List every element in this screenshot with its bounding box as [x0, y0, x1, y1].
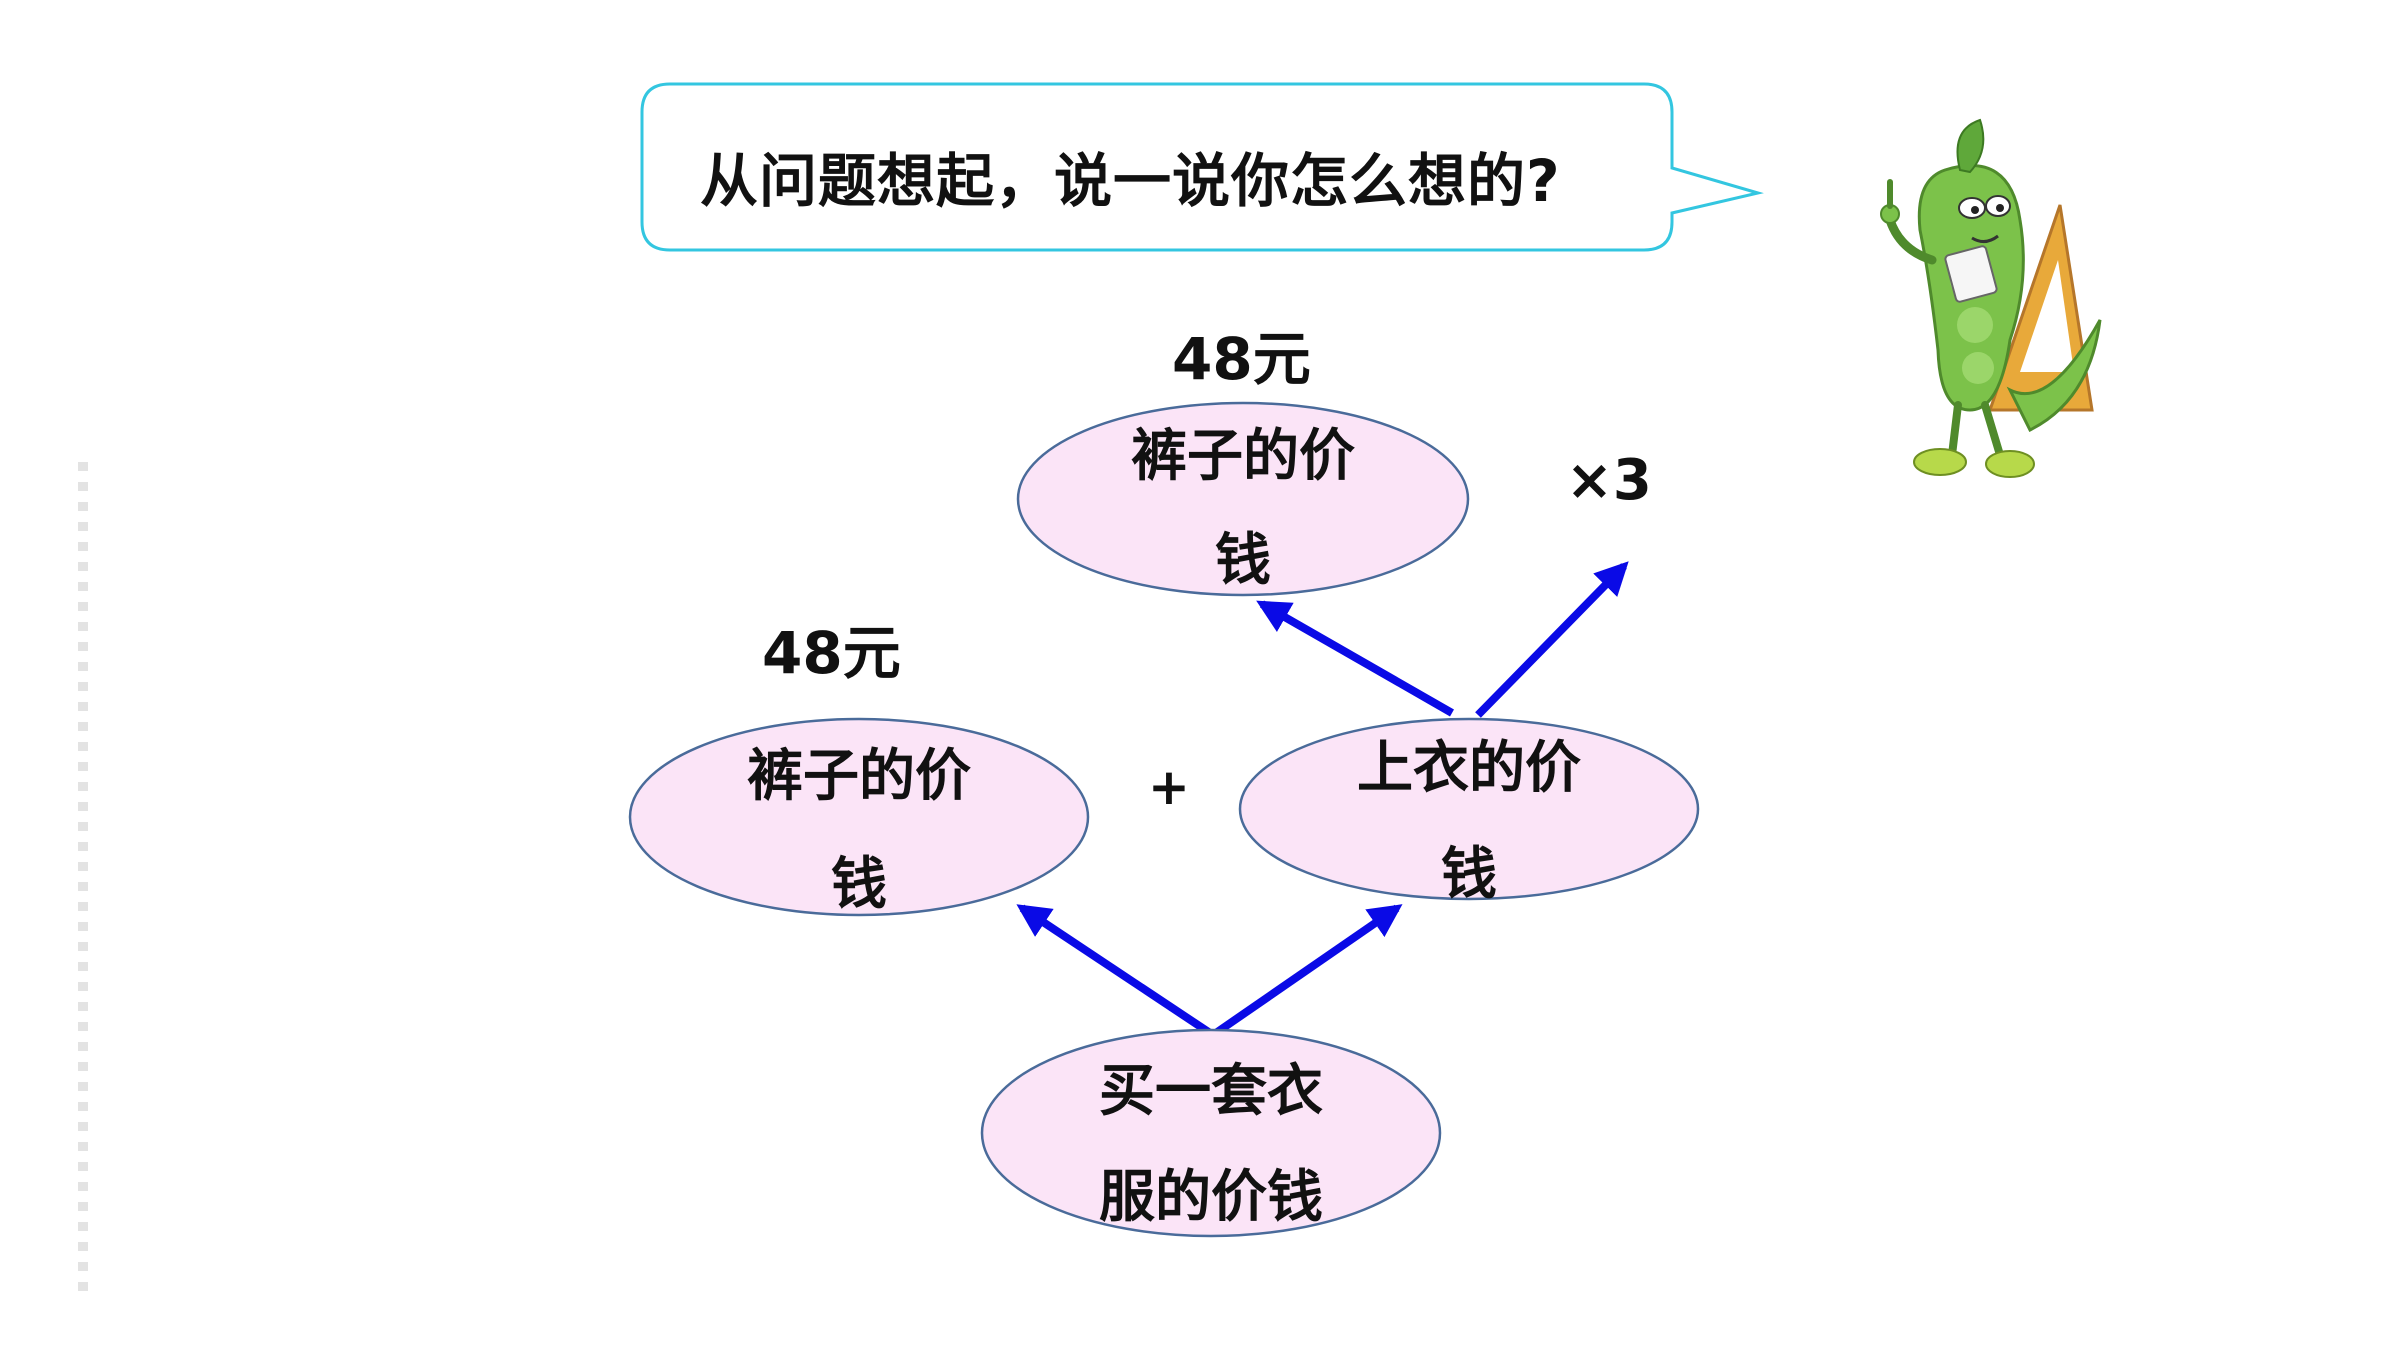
node-pants-price-top: 裤子的价 钱	[1016, 401, 1470, 597]
left-dotted-rule	[78, 462, 88, 1292]
arrow-right-to-times	[1475, 561, 1629, 718]
node-jacket-price: 上衣的价 钱	[1238, 717, 1700, 907]
node-top-line1: 裤子的价	[1131, 424, 1355, 489]
price-label-top: 48元	[1172, 325, 1311, 393]
question-text: 从问题想起，说一说你怎么想的?	[700, 147, 1561, 215]
node-top-line2: 钱	[1215, 528, 1271, 593]
times-three-label: ×3	[1566, 448, 1652, 513]
arrow-right-to-top	[1256, 600, 1454, 717]
node-bottom-line1: 买一套衣	[1099, 1059, 1323, 1124]
node-pants-price-left: 裤子的价 钱	[628, 717, 1090, 917]
node-right-line1: 上衣的价	[1357, 736, 1581, 801]
node-suit-price: 买一套衣 服的价钱	[980, 1028, 1442, 1238]
price-label-left: 48元	[762, 619, 901, 687]
node-right-line2: 钱	[1441, 842, 1497, 907]
arrow-bottom-to-right	[1210, 904, 1403, 1039]
node-left-line1: 裤子的价	[747, 744, 971, 809]
node-bottom-line2: 服的价钱	[1099, 1165, 1323, 1230]
node-left-line2: 钱	[831, 852, 887, 917]
plus-sign: +	[1148, 758, 1190, 816]
arrow-bottom-to-left	[1016, 904, 1216, 1039]
pea-pod-mascot-icon	[1880, 118, 2102, 478]
